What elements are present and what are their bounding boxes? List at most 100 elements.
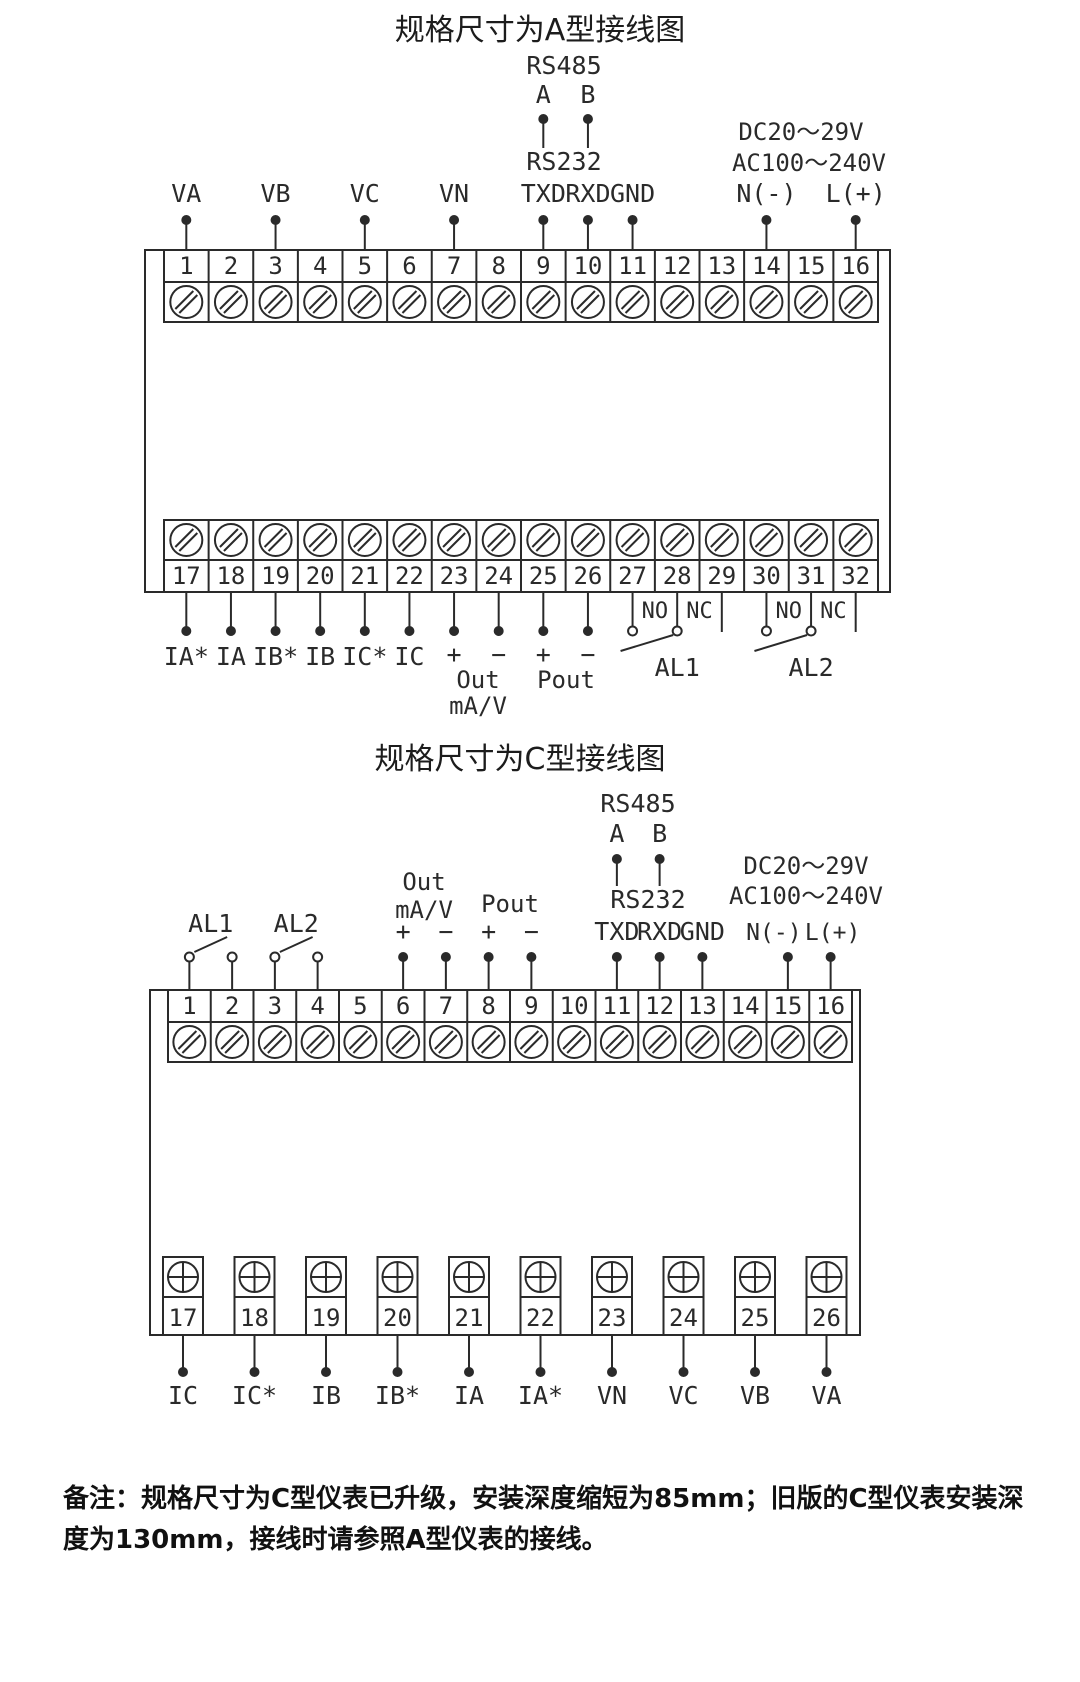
pin-label: + — [481, 917, 496, 946]
screw-terminal-icon — [343, 1025, 378, 1059]
screw-slot-icon — [267, 294, 288, 314]
screw-slot-icon — [490, 294, 511, 314]
screw-slot-icon — [843, 290, 864, 310]
terminal-number: 3 — [268, 992, 282, 1020]
pin-label: RXD — [637, 917, 682, 946]
screw-slot-icon — [803, 294, 823, 314]
pin-label: GND — [680, 917, 725, 946]
pout-label: Pout — [537, 666, 595, 694]
screw-slot-icon — [352, 1034, 373, 1054]
connection-dot — [404, 626, 415, 636]
screw-terminal-icon — [213, 285, 248, 319]
rs485-pin-label: A — [609, 819, 624, 848]
note-line-1: 备注：规格尺寸为C型仪表已升级，安装深度缩短为85mm；旧版的C型仪表安装深 — [63, 1484, 1024, 1514]
screw-slot-icon — [710, 290, 730, 310]
terminal-number: 17 — [169, 1304, 198, 1332]
screw-slot-icon — [799, 528, 819, 548]
pin-label: − — [524, 917, 539, 946]
screw-slot-icon — [651, 1034, 672, 1054]
screw-terminal-icon — [794, 285, 829, 319]
rs485-pin-label: B — [580, 80, 595, 109]
screw-terminal-icon — [257, 1025, 292, 1059]
rs485-pin-label: A — [536, 80, 551, 109]
screw-slot-icon — [220, 1030, 240, 1050]
screw-terminal-icon — [514, 1025, 549, 1059]
screw-slot-icon — [847, 294, 868, 314]
screw-slot-icon — [847, 532, 868, 552]
screw-slot-icon — [535, 532, 556, 552]
screw-slot-icon — [818, 1030, 839, 1050]
pin-label: VN — [439, 179, 469, 208]
power-dc-label: DC20～29V — [743, 852, 868, 880]
screw-slot-icon — [446, 294, 466, 314]
screw-slot-icon — [776, 1030, 796, 1050]
screw-slot-icon — [219, 290, 239, 310]
terminal-number: 12 — [663, 252, 692, 280]
relay-arm — [193, 936, 228, 953]
screw-slot-icon — [843, 528, 864, 548]
screw-terminal-icon — [258, 285, 293, 319]
pin-label: VN — [597, 1381, 627, 1410]
screw-slot-icon — [803, 532, 823, 552]
relay-contact — [805, 625, 817, 637]
screw-slot-icon — [267, 1034, 287, 1054]
pin-label: − — [491, 640, 506, 669]
pin-label: L(+) — [805, 920, 860, 946]
screw-slot-icon — [219, 528, 239, 548]
terminal-number: 20 — [383, 1304, 412, 1332]
terminal-number: 13 — [707, 252, 736, 280]
power-ac-label: AC100～240V — [732, 149, 886, 177]
alarm-label: AL1 — [188, 909, 233, 938]
relay-arm — [620, 634, 674, 652]
diagram-a-title: 规格尺寸为A型接线图 — [395, 13, 686, 48]
out-label: Out — [402, 868, 445, 896]
screw-slot-icon — [223, 294, 243, 314]
pin-label: VC — [350, 179, 380, 208]
pin-label: L(+) — [826, 179, 886, 208]
screw-slot-icon — [263, 528, 284, 548]
screw-slot-icon — [624, 532, 645, 552]
screw-terminal-icon — [347, 285, 382, 319]
screw-slot-icon — [177, 1030, 198, 1050]
terminal-number: 2 — [225, 992, 239, 1020]
screw-terminal-icon — [169, 285, 204, 319]
pin-label: VB — [261, 179, 291, 208]
terminal-number: 23 — [598, 1304, 627, 1332]
terminal-number: 32 — [841, 562, 870, 590]
screw-slot-icon — [178, 294, 199, 314]
screw-slot-icon — [580, 532, 600, 552]
rs485-pin-label: B — [652, 819, 667, 848]
screw-terminal-icon — [437, 285, 472, 319]
screw-slot-icon — [263, 290, 284, 310]
terminal-number: 11 — [602, 992, 631, 1020]
terminal-number: 4 — [310, 992, 324, 1020]
screw-slot-icon — [580, 294, 600, 314]
screw-slot-icon — [305, 1030, 326, 1050]
terminal-number: 7 — [447, 252, 461, 280]
screw-terminal-icon — [392, 285, 427, 319]
terminal-number: 26 — [812, 1304, 841, 1332]
terminal-number: 15 — [773, 992, 802, 1020]
terminal-number: 11 — [618, 252, 647, 280]
screw-terminal-icon — [770, 1025, 805, 1059]
screw-terminal-icon — [303, 285, 338, 319]
screw-terminal-icon — [642, 1025, 677, 1059]
connection-dot — [493, 626, 504, 636]
screw-slot-icon — [308, 290, 328, 310]
note-line-2: 度为130mm，接线时请参照A型仪表的接线。 — [63, 1525, 608, 1555]
alarm-label: AL2 — [788, 653, 833, 682]
screw-slot-icon — [566, 1034, 586, 1054]
screw-slot-icon — [758, 532, 779, 552]
terminal-number: 23 — [440, 562, 469, 590]
terminal-number: 2 — [224, 252, 238, 280]
terminal-number: 9 — [536, 252, 550, 280]
screw-slot-icon — [312, 532, 332, 552]
screw-terminal-icon — [660, 285, 695, 319]
power-dc-label: DC20～29V — [738, 118, 863, 146]
screw-slot-icon — [446, 532, 466, 552]
screw-slot-icon — [401, 294, 422, 314]
screw-slot-icon — [397, 290, 418, 310]
relay-contact — [269, 951, 281, 963]
screw-terminal-icon — [557, 1025, 592, 1059]
screw-terminal-icon — [685, 1025, 720, 1059]
